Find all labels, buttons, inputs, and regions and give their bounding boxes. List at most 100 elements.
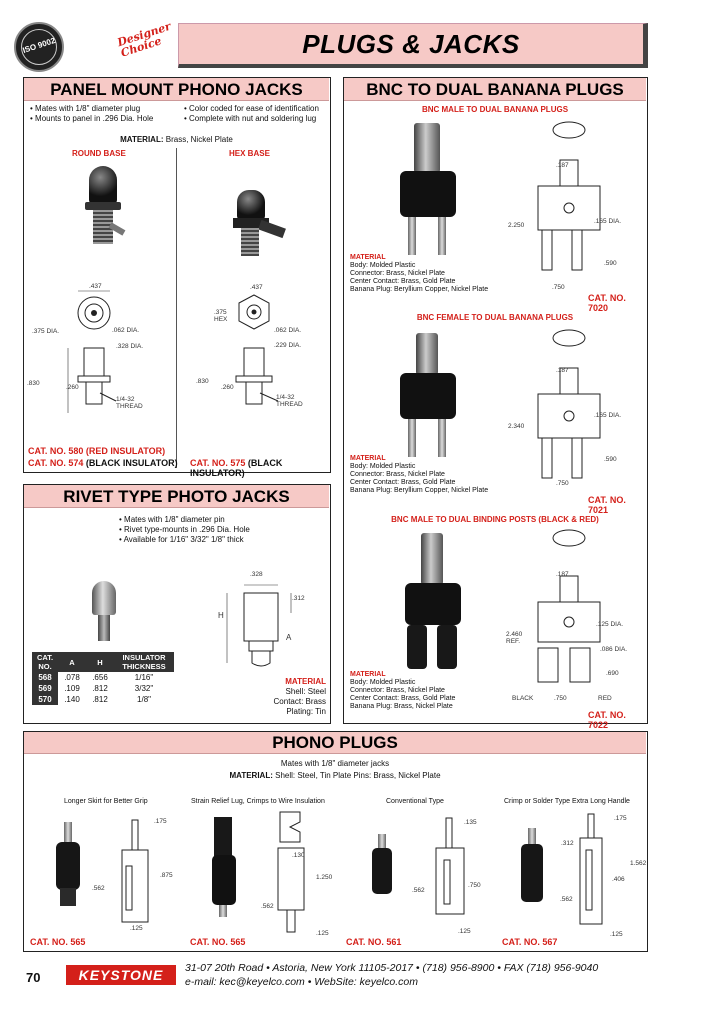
phono-plugs-mates: Mates with 1/8" diameter jacks (280, 759, 390, 768)
dim-label: .125 (610, 931, 623, 938)
dim-label: 1.562 (630, 860, 647, 867)
dim-label: .165 DIA. (594, 218, 622, 225)
dim-label: .750 (552, 284, 565, 291)
dim-label: .328 (250, 571, 263, 578)
panel-mount-material: MATERIAL: Brass, Nickel Plate (120, 135, 233, 144)
table-cell: 570 (32, 694, 58, 705)
bnc-7022-material: MATERIAL Body: Molded Plastic Connector:… (350, 671, 550, 711)
material-line: Body: Molded Plastic (350, 679, 416, 686)
rivet-drawing (226, 584, 292, 667)
dim-label: 2.460 REF. (506, 631, 523, 645)
bullet-item: • Rivet type-mounts in .296 Dia. Hole (119, 525, 250, 534)
dim-label: .187 (556, 367, 569, 374)
material-heading: MATERIAL (285, 677, 326, 686)
table-cell: 3/32" (134, 684, 154, 693)
bnc-title: BNC TO DUAL BANANA PLUGS (344, 78, 646, 101)
bnc-binding-posts-photo (399, 533, 469, 673)
catalog-number-7022: CAT. NO. 7022 (588, 710, 626, 730)
dim-label: 1.250 (316, 874, 333, 881)
table-cell: .140 (64, 695, 80, 704)
catalog-number-574: CAT. NO. 574 (BLACK INSULATOR) (28, 458, 178, 468)
dim-label: .312 (561, 840, 574, 847)
dim-label: .690 (606, 670, 619, 677)
dim-label: .328 DIA. (116, 343, 144, 350)
panel-mount-title: PANEL MOUNT PHONO JACKS (24, 78, 329, 101)
rivet-jack-photo (92, 581, 118, 643)
dim-label: 1/4-32 THREAD (116, 396, 143, 410)
table-cell: .656 (92, 673, 108, 682)
table-cell: .812 (92, 684, 108, 693)
dim-label: .830 (27, 380, 40, 387)
dim-label: .187 (556, 162, 569, 169)
material-heading: MATERIAL (350, 671, 386, 678)
dim-label: .875 (160, 872, 173, 879)
bullet-item: • Complete with nut and soldering lug (184, 114, 317, 123)
table-cell: 1/16" (134, 673, 154, 682)
dim-label: .086 DIA. (600, 646, 628, 653)
round-base-drawing (67, 290, 117, 413)
phono-plug-567-photo (518, 828, 548, 918)
bnc-subtitle-7021: BNC FEMALE TO DUAL BANANA PLUGS (416, 313, 574, 322)
dim-label: .187 (556, 571, 569, 578)
dim-label: 2.250 (508, 222, 525, 229)
bnc-section: BNC TO DUAL BANANA PLUGS BNC MALE TO DUA… (343, 77, 648, 730)
dim-label: .135 (464, 819, 477, 826)
table-cell: .812 (92, 695, 108, 704)
table-cell: 568 (32, 672, 58, 683)
table-header-row: CAT. NO. A H INSULATOR THICKNESS (32, 652, 174, 672)
hex-base-drawing (235, 294, 279, 405)
dim-label: .437 (250, 284, 263, 291)
dim-label: .830 (196, 378, 209, 385)
dim-label: BLACK (512, 695, 534, 702)
catalog-number-565b: CAT. NO. 565 (190, 937, 246, 947)
dim-label: .750 (468, 882, 481, 889)
dim-label: .130 (292, 852, 305, 859)
hex-base-jack-photo (229, 190, 289, 260)
bnc-7020-material: MATERIAL Body: Molded Plastic Connector:… (350, 254, 550, 294)
footer-contact: e-mail: kec@keyelco.com • WebSite: keyel… (185, 976, 418, 988)
material-line: Connector: Brass, Nickel Plate (350, 270, 445, 277)
footer-address: 31-07 20th Road • Astoria, New York 1110… (185, 962, 599, 974)
phono-plug-caption: Longer Skirt for Better Grip (64, 798, 148, 805)
dim-label: .750 (554, 695, 567, 702)
rivet-spec-table: CAT. NO. A H INSULATOR THICKNESS 568 .07… (32, 652, 174, 705)
panel-mount-section: PANEL MOUNT PHONO JACKS • Mates with 1/8… (23, 77, 334, 478)
material-line: Contact: Brass (273, 697, 326, 706)
dim-label: .312 (292, 595, 305, 602)
iso-badge: ISO 9002 (14, 22, 64, 72)
phono-plug-565b-photo (210, 817, 240, 917)
material-line: Body: Molded Plastic (350, 262, 416, 269)
bullet-item: • Mates with 1/8" diameter plug (30, 104, 141, 113)
bullet-item: • Color coded for ease of identification (184, 104, 319, 113)
material-line: Banana Plug: Beryllium Copper, Nickel Pl… (350, 487, 489, 494)
dim-label: .562 (261, 903, 274, 910)
dim-label: 2.340 (508, 423, 525, 430)
dim-label: .750 (556, 480, 569, 487)
table-header: CAT. NO. (32, 652, 58, 672)
bnc-subtitle-7022: BNC MALE TO DUAL BINDING POSTS (BLACK & … (391, 515, 599, 524)
table-header: H (86, 652, 114, 672)
bnc-female-banana-photo (394, 333, 464, 463)
dim-label: 1/4-32 THREAD (276, 394, 303, 408)
bnc-7020-drawing (537, 121, 601, 271)
dim-label: .175 (154, 818, 167, 825)
bnc-male-banana-photo (394, 123, 464, 258)
material-line: Plating: Tin (286, 707, 326, 716)
rivet-section: RIVET TYPE PHOTO JACKS • Mates with 1/8"… (23, 484, 331, 724)
material-line: Banana Plug: Brass, Nickel Plate (350, 703, 453, 710)
phono-plug-caption: Crimp or Solder Type Extra Long Handle (504, 798, 630, 805)
bnc-7021-drawing (537, 329, 601, 479)
phono-plug-561-photo (368, 834, 398, 914)
dim-label: RED (598, 695, 612, 702)
panel-mount-bullets-right: • Color coded for ease of identification… (184, 104, 334, 124)
rivet-bullets: • Mates with 1/8" diameter pin • Rivet t… (119, 515, 329, 545)
material-line: Body: Molded Plastic (350, 463, 416, 470)
material-line: Connector: Brass, Nickel Plate (350, 687, 445, 694)
dim-label: A (286, 633, 292, 642)
dim-label: .375 DIA. (32, 328, 60, 335)
table-header: A (58, 652, 86, 672)
bullet-item: • Mates with 1/8" diameter pin (119, 515, 225, 524)
table-cell: .109 (64, 684, 80, 693)
table-cell: 1/8" (137, 695, 151, 704)
dim-label: .062 DIA. (274, 327, 302, 334)
